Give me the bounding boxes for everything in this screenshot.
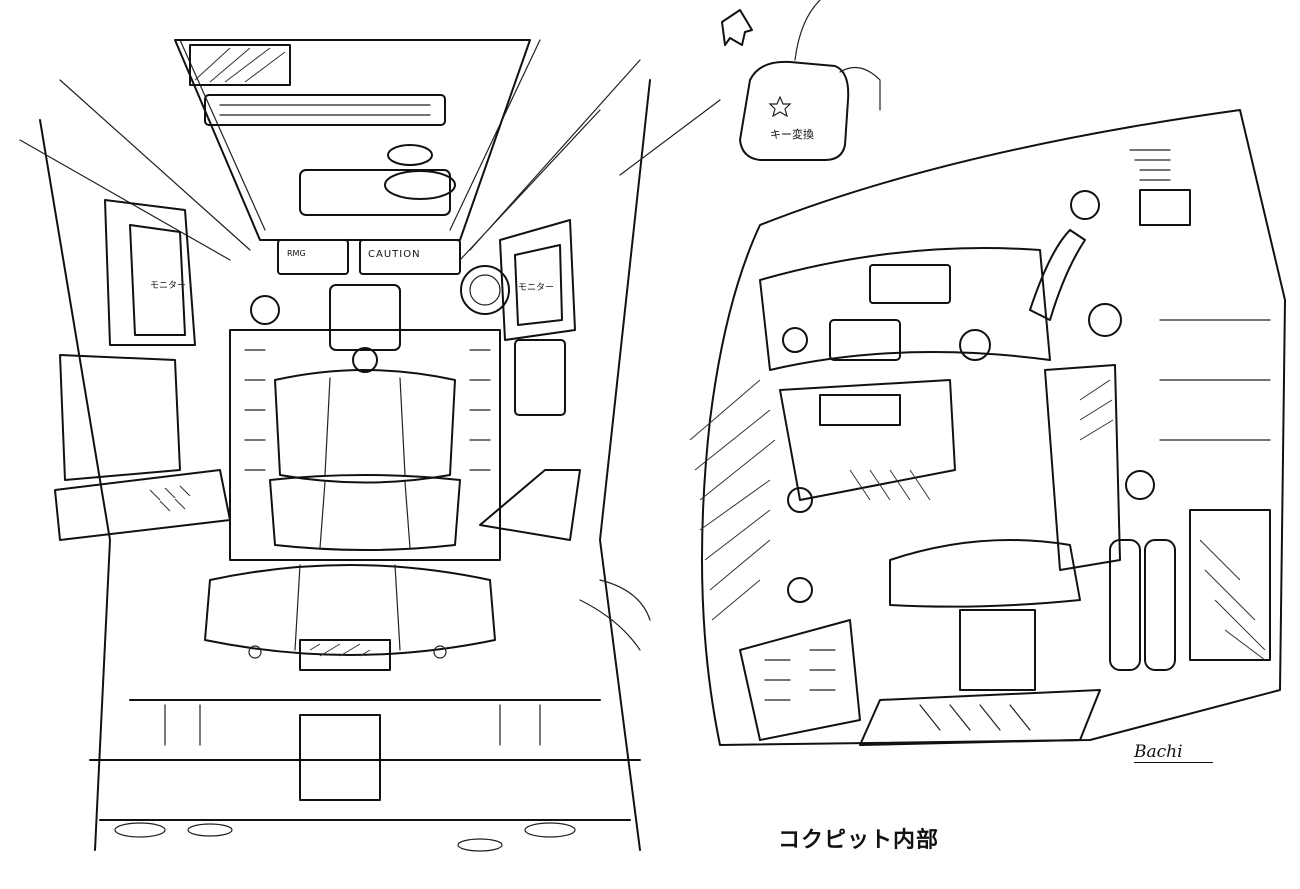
caption: コクピット内部 [778,828,940,853]
artist-signature: Bachi [1134,742,1213,763]
key-callout [619,0,881,176]
star-icon [768,95,792,118]
panel-left-label: RMG [287,249,306,258]
side-cockpit-view [689,109,1286,746]
front-cockpit-view [19,39,651,852]
key-label: キー変換 [770,128,814,141]
arrow-down-left-icon [721,9,753,46]
monitor-left-label: モニター [150,281,187,291]
panel-right-label: CAUTION [368,249,421,260]
monitor-right-label: モニター [518,283,555,293]
